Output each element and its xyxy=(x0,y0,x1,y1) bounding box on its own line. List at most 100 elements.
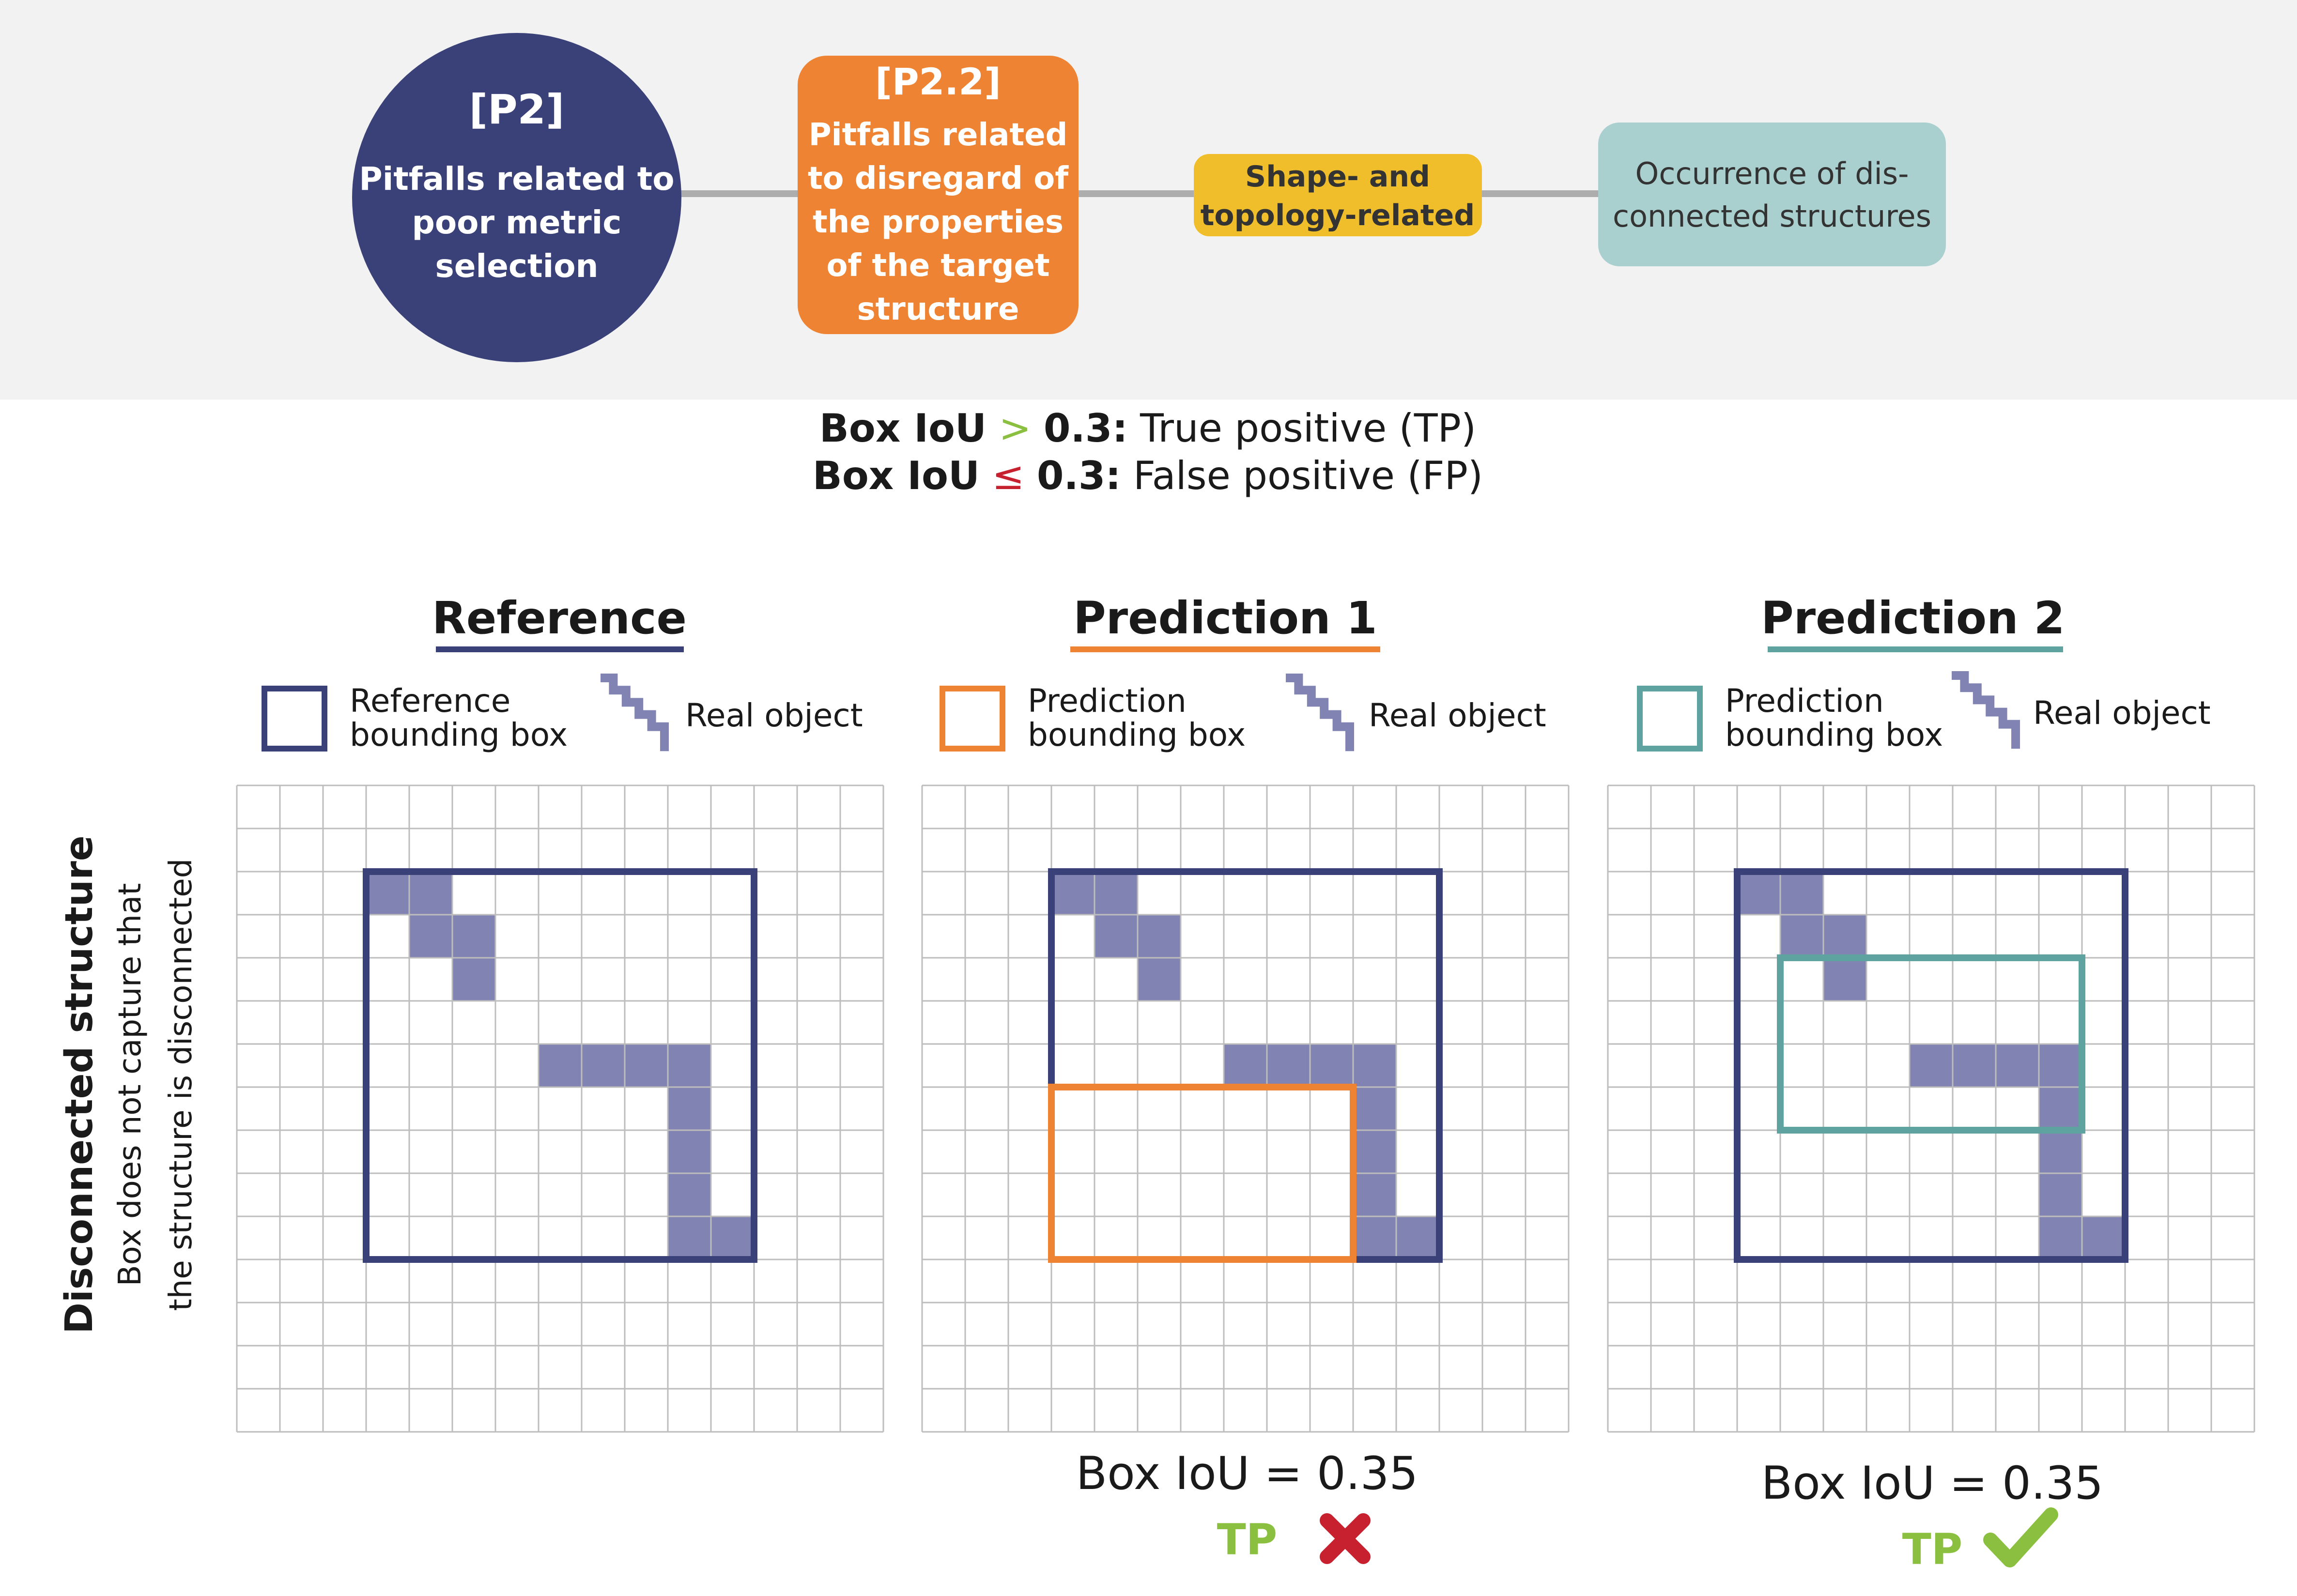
legend-box-label-reference-1: Reference xyxy=(350,682,510,720)
rule-fp-threshold: 0.3: xyxy=(1037,453,1121,498)
real-object-icon xyxy=(601,674,669,752)
rule-tp-op: > xyxy=(999,406,1031,451)
legend-box-label-prediction-1-2: bounding box xyxy=(1028,716,1246,753)
underline-prediction-1 xyxy=(1070,646,1380,652)
rule-tp: Box IoU > 0.3: True positive (TP) xyxy=(819,406,1476,451)
category-line-1: Shape- and xyxy=(1245,160,1430,194)
p22-line-4: of the target xyxy=(826,248,1049,284)
legend-box-label-prediction-2-1: Prediction xyxy=(1725,682,1884,720)
p22-line-2: to disregard of xyxy=(808,161,1069,197)
object-cell xyxy=(2039,1173,2082,1216)
p22-line-1: Pitfalls related xyxy=(809,117,1068,153)
check-icon xyxy=(1983,1507,2058,1567)
p22-line-5: structure xyxy=(857,292,1019,327)
object-cell xyxy=(1095,915,1138,958)
rule-fp-result: False positive (FP) xyxy=(1133,453,1483,498)
object-cell xyxy=(1823,915,1866,958)
rule-tp-threshold: 0.3: xyxy=(1044,406,1128,451)
underline-reference xyxy=(436,646,684,652)
legend-box-prediction-2 xyxy=(1637,686,1703,752)
panel-title-prediction-2: Prediction 2 xyxy=(1761,592,2065,644)
object-cell xyxy=(1353,1173,1396,1216)
p22-node xyxy=(798,56,1079,334)
rule-fp-metric: Box IoU xyxy=(813,453,980,498)
object-cell xyxy=(711,1216,754,1259)
object-cell xyxy=(452,958,495,1001)
object-cell xyxy=(1138,958,1181,1001)
side-label-title: Disconnected structure xyxy=(58,835,101,1334)
grid-prediction-1 xyxy=(921,784,1570,1433)
object-cell xyxy=(1138,915,1181,958)
panel-title-prediction-1: Prediction 1 xyxy=(1073,592,1377,644)
object-cell xyxy=(1396,1216,1439,1259)
panel-grids xyxy=(236,671,2255,1433)
object-cell xyxy=(668,1130,711,1173)
legend-box-label-prediction-1-1: Prediction xyxy=(1028,682,1187,720)
object-cell xyxy=(1823,958,1866,1001)
object-cell xyxy=(1996,1044,2039,1087)
object-cell xyxy=(2039,1130,2082,1173)
reference-box xyxy=(363,868,757,1263)
hierarchy-band xyxy=(0,0,2297,399)
object-cell xyxy=(1737,872,1780,915)
category-line-2: topology-related xyxy=(1201,199,1475,232)
p22-line-3: the properties xyxy=(813,204,1064,240)
object-cell xyxy=(452,915,495,958)
rule-tp-metric: Box IoU xyxy=(819,406,987,451)
side-label-line-2: the structure is disconnected xyxy=(163,859,199,1311)
grid-background xyxy=(1608,785,2254,1432)
grid-background xyxy=(922,785,1569,1432)
legend-box-label-reference-2: bounding box xyxy=(350,716,568,753)
occurrence-node xyxy=(1598,123,1946,266)
verdict-prediction-2: TP xyxy=(1902,1524,1963,1574)
real-object-icon xyxy=(1952,671,2020,749)
legend-box-reference xyxy=(262,686,327,752)
object-cell xyxy=(2082,1216,2125,1259)
object-cell xyxy=(1267,1044,1310,1087)
p2-line-1: Pitfalls related to xyxy=(359,160,674,198)
real-object-stairs xyxy=(1286,674,1354,752)
rule-fp: Box IoU ≤ 0.3: False positive (FP) xyxy=(813,453,1483,498)
rule-tp-result: True positive (TP) xyxy=(1140,406,1476,451)
object-cell xyxy=(2039,1087,2082,1130)
object-cell xyxy=(1051,872,1095,915)
grid-reference xyxy=(236,784,884,1433)
object-cell xyxy=(668,1173,711,1216)
legend-object-label-prediction-1: Real object xyxy=(1369,697,1546,734)
real-object-icon xyxy=(1286,674,1354,752)
p2-tag: [P2] xyxy=(469,86,565,133)
p2-node xyxy=(352,33,681,362)
object-cell xyxy=(668,1087,711,1130)
object-cell xyxy=(2039,1044,2082,1087)
side-label-line-1: Box does not capture that xyxy=(112,883,148,1287)
object-cell xyxy=(668,1216,711,1259)
object-cell xyxy=(539,1044,582,1087)
iou-prediction-2: Box IoU = 0.35 xyxy=(1761,1457,2103,1510)
object-cell xyxy=(1353,1130,1396,1173)
iou-prediction-1: Box IoU = 0.35 xyxy=(1076,1447,1418,1500)
real-object-stairs xyxy=(1952,671,2020,749)
object-cell xyxy=(409,872,452,915)
prediction-1-box xyxy=(1048,1084,1357,1263)
grid-background xyxy=(237,785,883,1432)
object-cell xyxy=(1095,872,1138,915)
rule-fp-op: ≤ xyxy=(992,453,1024,498)
side-label: Disconnected structure Box does not capt… xyxy=(58,835,199,1334)
object-cell xyxy=(1910,1044,1953,1087)
legend-object-label-reference: Real object xyxy=(685,697,863,734)
object-cell xyxy=(1353,1087,1396,1130)
object-cell xyxy=(409,915,452,958)
reference-box xyxy=(1734,868,2128,1263)
grid-prediction-2 xyxy=(1607,784,2255,1433)
p2-line-2: poor metric xyxy=(412,204,622,241)
object-cell xyxy=(2039,1216,2082,1259)
object-cell xyxy=(366,872,409,915)
occurrence-line-2: connected structures xyxy=(1613,199,1931,234)
p22-tag: [P2.2] xyxy=(875,60,1001,103)
object-cell xyxy=(668,1044,711,1087)
cross-icon xyxy=(1320,1513,1371,1564)
object-cell xyxy=(1953,1044,1996,1087)
legend-box-label-prediction-2-2: bounding box xyxy=(1725,716,1943,753)
p2-line-3: selection xyxy=(435,247,598,285)
